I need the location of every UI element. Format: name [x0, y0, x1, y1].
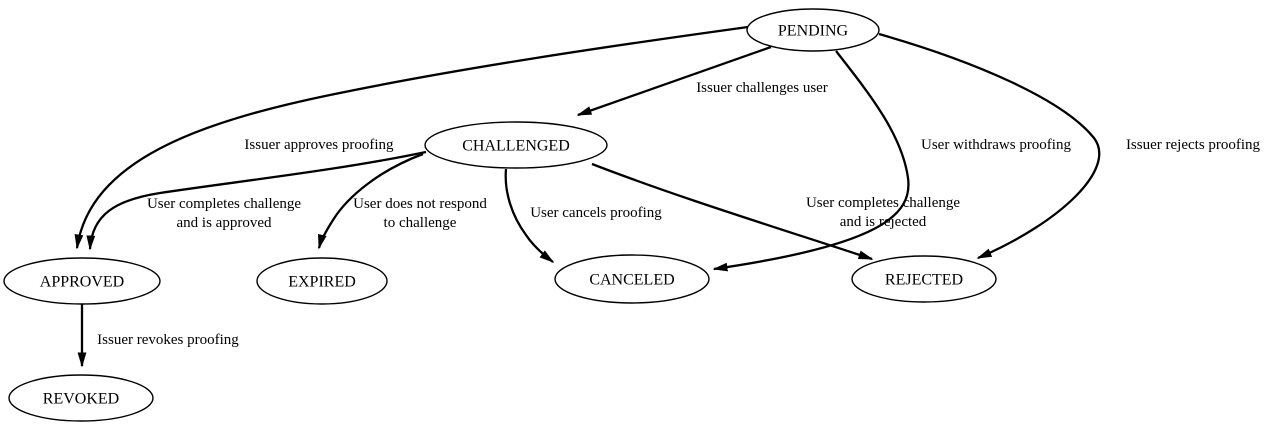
transition-label: Issuer rejects proofing: [1126, 137, 1261, 153]
state-label: CANCELED: [589, 272, 674, 289]
state-label: PENDING: [778, 23, 849, 40]
transition-label: Issuer approves proofing: [244, 137, 394, 153]
edge-pending-challenged: Issuer challenges user: [576, 45, 828, 117]
edge-pending-rejected: Issuer rejects proofing: [878, 32, 1261, 260]
state-ellipse: [554, 254, 710, 304]
state-label: REJECTED: [885, 272, 963, 289]
transition-arrow: [878, 32, 1101, 260]
edge-pending-approved: Issuer approves proofing: [74, 25, 749, 250]
state-ellipse: [3, 257, 161, 305]
state-node-revoked: REVOKED: [8, 374, 154, 422]
transition-label: User cancels proofing: [530, 205, 662, 221]
transition-arrow: [317, 152, 424, 250]
transition-label: Issuer challenges user: [696, 80, 828, 96]
state-ellipse: [256, 257, 388, 305]
transition-arrow: [576, 45, 772, 117]
transition-label: User withdraws proofing: [921, 137, 1071, 153]
state-ellipse: [8, 374, 154, 422]
state-node-challenged: CHALLENGED: [424, 121, 608, 169]
state-label: EXPIRED: [288, 274, 356, 291]
transition-arrow: [74, 25, 749, 250]
state-node-approved: APPROVED: [3, 257, 161, 305]
nodes-layer: PENDING CHALLENGED APPROVED EXPIRED CANCELED…: [3, 8, 997, 422]
state-node-pending: PENDING: [746, 8, 880, 52]
transition-arrow: [712, 50, 910, 272]
transition-arrow: [86, 150, 427, 251]
transition-label: Issuer revokes proofing: [97, 332, 239, 348]
transition-arrow: [591, 162, 874, 261]
state-label: CHALLENGED: [462, 138, 570, 155]
edge-approved-revoked: Issuer revokes proofing: [77, 304, 239, 368]
state-ellipse: [851, 255, 997, 303]
state-ellipse: [746, 8, 880, 52]
state-label: APPROVED: [40, 274, 124, 291]
state-ellipse: [424, 121, 608, 169]
edge-pending-canceled: User withdraws proofing: [712, 50, 1071, 272]
state-node-canceled: CANCELED: [554, 254, 710, 304]
edge-challenged-canceled: User cancels proofing: [504, 168, 662, 263]
state-node-expired: EXPIRED: [256, 257, 388, 305]
state-node-rejected: REJECTED: [851, 255, 997, 303]
transition-arrow: [504, 168, 555, 263]
state-label: REVOKED: [43, 391, 119, 408]
